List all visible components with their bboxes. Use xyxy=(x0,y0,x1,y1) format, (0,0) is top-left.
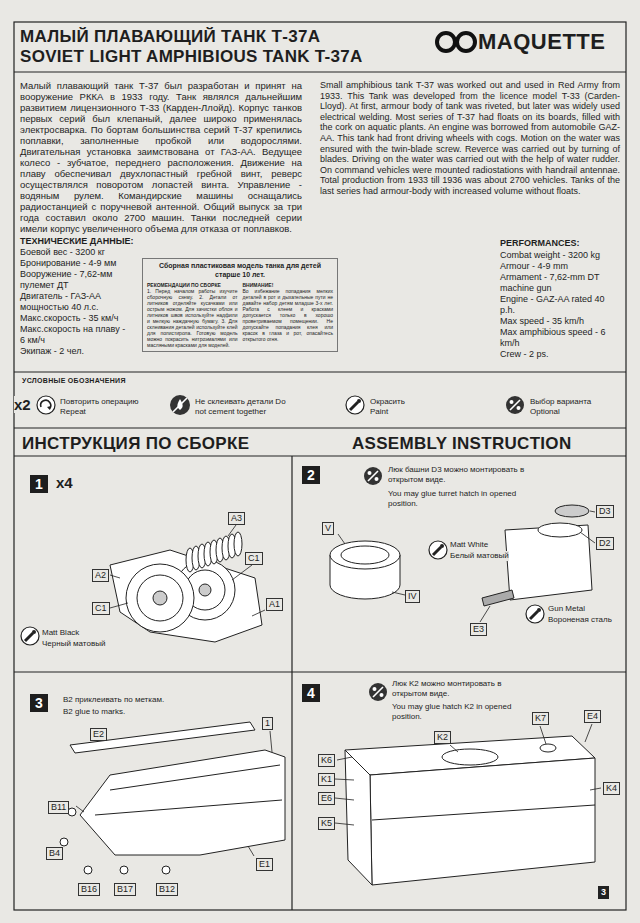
paint-name: Вороненая сталь xyxy=(548,615,612,625)
paint-name: Matt White xyxy=(450,540,488,550)
spec-line: Combat weight - 3200 kg xyxy=(500,250,600,261)
notice-box: Сборная пластиковая модель танка для дет… xyxy=(142,258,338,352)
part-code: B11 xyxy=(48,801,69,814)
box-text: 1 xyxy=(33,475,45,493)
column: ВНИМАНИЕ!Во избежание попадания мелких д… xyxy=(243,282,334,348)
part-code: A3 xyxy=(228,512,245,525)
step-note: Люк башни D3 можно монтировать в открыто… xyxy=(388,465,538,485)
part-code: E4 xyxy=(584,710,601,723)
spec-line: Боевой вес - 3200 кг xyxy=(20,247,105,258)
step-number: 4 xyxy=(302,684,320,702)
part-code: E3 xyxy=(470,623,487,636)
spec-heading: PERFORMANCES: xyxy=(500,238,580,249)
spec-line: Armour - 4-9 mm xyxy=(500,261,568,272)
part-code: V xyxy=(322,522,334,535)
spec-line: Макс.скорость на плаву - 6 км/ч xyxy=(20,324,130,346)
box-text: 3 xyxy=(33,694,45,712)
part-code: B12 xyxy=(156,883,178,896)
box-text: 1. Перед началом работы изучите сборочну… xyxy=(147,288,238,348)
step-note: You may glue turret hatch in opened posi… xyxy=(388,489,536,509)
part-code: D2 xyxy=(596,537,614,550)
legend-text: Повторить операцию Repeat xyxy=(60,397,152,417)
legend-text: Выбор варианта Optional xyxy=(530,397,602,417)
spec-heading: ТЕХНИЧЕСКИЕ ДАННЫЕ: xyxy=(20,236,133,247)
part-code: E2 xyxy=(90,728,107,741)
section-heading: ИНСТРУКЦИЯ ПО СБОРКЕ xyxy=(22,434,249,453)
part-code: IV xyxy=(405,590,420,603)
legend-text: Окрасить Paint xyxy=(370,397,418,417)
repeat-count: x4 xyxy=(56,474,73,491)
spec-line: Бронирование - 4-9 мм xyxy=(20,258,117,269)
page-title: МАЛЫЙ ПЛАВАЮЩИЙ ТАНК Т-37А xyxy=(20,27,320,46)
intro-text: Small amphibious tank T-37 was worked ou… xyxy=(320,80,620,197)
part-code: K6 xyxy=(318,754,335,767)
column-row: РЕКОМЕНДАЦИИ ПО СБОРКЕ1. Перед началом р… xyxy=(147,282,333,348)
spec-line: Crew - 2 ps. xyxy=(500,349,549,360)
part-code: B16 xyxy=(78,883,100,896)
part-code: K1 xyxy=(318,773,335,786)
legend-heading: УСЛОВНЫЕ ОБОЗНАЧЕНИЯ xyxy=(22,377,126,385)
step-note: You may glue hatch K2 in opened position… xyxy=(392,702,522,722)
spec-line: Engine - GAZ-AA rated 40 p.h. xyxy=(500,294,610,316)
column: РЕКОМЕНДАЦИИ ПО СБОРКЕ1. Перед началом р… xyxy=(147,282,238,348)
part-code: E1 xyxy=(256,858,273,871)
box-text: ВНИМАНИЕ! xyxy=(243,282,334,288)
box-text: РЕКОМЕНДАЦИИ ПО СБОРКЕ xyxy=(147,282,238,288)
paint-name: Белый матовый xyxy=(450,551,509,561)
box-text: Сборная пластиковая модель танка для дет… xyxy=(147,262,333,279)
spec-line: Двигатель - ГАЗ-АА мощностью 40 л.с. xyxy=(20,291,135,313)
part-code: A2 xyxy=(92,569,109,582)
part-code: C1 xyxy=(245,552,263,565)
part-code: K2 xyxy=(434,731,451,744)
part-code: B17 xyxy=(114,883,136,896)
box-text: 2 xyxy=(305,466,317,484)
spec-line: Экипаж - 2 чел. xyxy=(20,346,84,357)
step-note: Люк K2 можно монтировать в открытом виде… xyxy=(392,679,520,699)
repeat-count: x2 xyxy=(14,396,31,413)
spec-line: Max amphibious speed - 6 km/h xyxy=(500,327,610,349)
step-note: B2 glue to marks. xyxy=(63,707,125,717)
intro-text: Малый плавающий танк Т-37 был разработан… xyxy=(20,80,302,234)
box-text: 4 xyxy=(305,684,317,702)
spec-line: Max speed - 35 km/h xyxy=(500,316,584,327)
part-code: D3 xyxy=(596,505,614,518)
paint-name: Черный матовый xyxy=(42,639,105,649)
paint-name: Matt Black xyxy=(42,628,79,638)
part-code: K4 xyxy=(603,782,620,795)
part-code: E6 xyxy=(318,792,335,805)
part-code: C1 xyxy=(92,602,110,615)
step-number: 3 xyxy=(30,694,48,712)
brand-name: MAQUETTE xyxy=(478,30,605,54)
spec-line: Armament - 7,62-mm DT machine gun xyxy=(500,272,618,294)
callout-number: 3 xyxy=(598,886,609,899)
spec-line: Вооружение - 7,62-мм пулемет ДТ xyxy=(20,269,135,291)
part-code: A1 xyxy=(266,598,283,611)
part-code: K5 xyxy=(318,817,335,830)
part-code: K7 xyxy=(532,712,549,725)
step-note: B2 приклеивать по меткам. xyxy=(63,695,164,705)
legend-text: Не склеивать детали Do not cement togeth… xyxy=(195,397,295,417)
box-text: Во избежание попадания мелких деталей в … xyxy=(243,288,334,342)
spec-line: Макс.скорость - 35 км/ч xyxy=(20,313,118,324)
step-number: 1 xyxy=(30,475,48,493)
paint-name: Gun Metal xyxy=(548,604,585,614)
callout-number: 1 xyxy=(262,717,273,730)
part-code: B4 xyxy=(46,847,63,860)
subtitle: SOVIET LIGHT AMPHIBIOUS TANK T-37A xyxy=(20,47,363,66)
step-number: 2 xyxy=(302,466,320,484)
section-heading: ASSEMBLY INSTRUCTION xyxy=(352,434,571,453)
